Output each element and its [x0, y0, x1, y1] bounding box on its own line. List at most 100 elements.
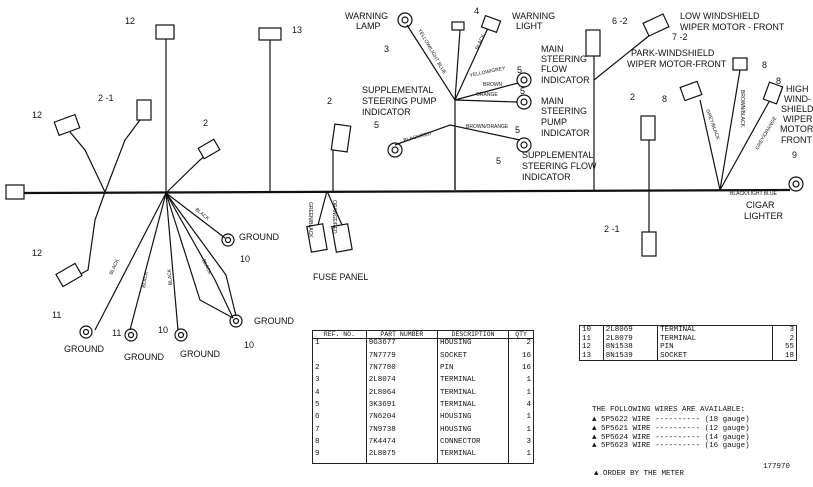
list-item: ▲ 5P5622 WIRE ---------- (18 gauge) [592, 416, 750, 424]
wire-desc: WIRE [632, 416, 651, 424]
cell-qty: 1 [526, 376, 531, 385]
cell-part: 2L8074 [366, 376, 438, 389]
label-high-4: WIPER [783, 114, 813, 124]
callout-12-left: 12 [32, 110, 42, 120]
cell-qty: 1 [526, 450, 531, 459]
wire-part: 5P5623 [601, 442, 629, 451]
callout-11-b: 11 [112, 328, 121, 338]
cell-desc: TERMINAL [657, 334, 774, 344]
label-low-windshield-2: WIPER MOTOR - FRONT [680, 22, 785, 32]
cell-part: 8N1539 [603, 351, 659, 361]
label-supp-pump-1: SUPPLEMENTAL [362, 85, 433, 95]
callout-5-e: 5 [496, 156, 501, 166]
callout-4: 4 [474, 6, 479, 16]
label-flow-2: STEERING [541, 54, 587, 64]
label-ground-2: GROUND [254, 316, 294, 326]
callout-2-1-right: 2 -1 [604, 224, 620, 234]
wire-brown-black: BROWN/BLACK [739, 90, 745, 128]
label-ground-5: GROUND [180, 349, 220, 359]
wire-black-5: BLACK [200, 258, 213, 276]
cell-qty: 16 [521, 363, 531, 372]
callout-10-a: 10 [158, 325, 168, 335]
cell-desc: HOUSING [437, 338, 510, 352]
wire-gauge: (14 gauge) [704, 433, 750, 442]
cell-ref: 8 [312, 437, 367, 451]
header-ref: REF. NO. [312, 330, 367, 339]
cell-qty: 18 [784, 351, 794, 360]
cell-qty: 55 [784, 343, 794, 352]
label-ground-4: GROUND [124, 352, 164, 362]
wire-yellow-grey: YELLOW/GREY [469, 65, 507, 79]
cell-ref: 1 [312, 338, 367, 352]
wire-grey-black: GREY/BLACK [704, 109, 721, 142]
label-flow-3: FLOW [541, 64, 568, 74]
cell-part: 7K4474 [366, 437, 438, 451]
label-pump-4: INDICATOR [541, 128, 590, 138]
cell-qty: 3 [526, 437, 531, 446]
wire-black-2: BLACK [108, 258, 121, 276]
wire-black-4: BLACK [167, 268, 174, 286]
triangle-icon: ▲ [594, 470, 604, 478]
wires-footnote: ▲ ORDER BY THE METER [594, 470, 684, 479]
list-item: ▲ 5P5623 WIRE ---------- (16 gauge) [592, 442, 750, 451]
callout-10-b: 10 [240, 254, 250, 264]
header-part: PART NUMBER [366, 330, 438, 339]
cell-part: 2L8075 [366, 450, 438, 464]
cell-qty: 1 [526, 413, 531, 422]
wire-part: 5P5622 [601, 416, 629, 424]
cell-ref: 9 [312, 450, 367, 464]
wire-gauge: (16 gauge) [704, 442, 750, 451]
cell-qty: 2 [789, 334, 794, 343]
list-item: ▲ 5P5621 WIRE ---------- (12 gauge) [592, 424, 750, 433]
label-supp-flow-1: SUPPLEMENTAL [522, 150, 593, 160]
wire-part: 5P5624 [601, 433, 629, 442]
callout-5-c: 5 [515, 125, 520, 135]
callout-8-b: 8 [662, 94, 667, 104]
cell-ref: 11 [579, 334, 604, 344]
wire-yellow-light-blue: YELLOW/LIGHT BLUE [416, 28, 447, 76]
cell-desc: TERMINAL [437, 450, 510, 464]
cell-desc: HOUSING [437, 425, 510, 438]
callout-9: 9 [792, 150, 797, 160]
cell-ref: 12 [579, 343, 604, 352]
callout-2-1-left: 2 -1 [98, 93, 114, 103]
callout-6-2: 6 -2 [612, 16, 628, 26]
callout-13: 13 [292, 25, 302, 35]
cell-desc: TERMINAL [437, 388, 510, 401]
cell-qty: 3 [789, 326, 794, 334]
label-high-2: WIND- [784, 94, 811, 104]
wire-black-red: BLACK/RED [403, 131, 432, 144]
label-cigar-2: LIGHTER [744, 211, 784, 221]
label-high-6: FRONT [781, 135, 812, 145]
cell-ref [312, 351, 367, 364]
wire-brown: BROWN [483, 82, 503, 88]
cell-part: 7N9738 [366, 425, 438, 438]
wire-desc: WIRE [632, 433, 651, 442]
callout-2-left: 2 [203, 118, 208, 128]
label-supp-flow-2: STEERING FLOW [522, 161, 597, 171]
cell-qty: 1 [526, 425, 531, 434]
callout-2-right: 2 [630, 92, 635, 102]
cell-part: 7N7779 [366, 351, 438, 364]
label-warning-lamp-2: LAMP [356, 21, 381, 31]
cell-desc: SOCKET [437, 351, 510, 364]
cell-part: 9G3677 [366, 338, 438, 352]
callout-3: 3 [384, 44, 389, 54]
wire-black-top: BLACK [474, 33, 487, 51]
cell-part: 2L8079 [603, 334, 659, 344]
wire-desc: WIRE [632, 424, 651, 433]
label-park-windshield-2: WIPER MOTOR-FRONT [627, 59, 727, 69]
cell-ref: 13 [579, 351, 604, 361]
cell-part: 2L8069 [603, 325, 659, 335]
label-high-1: HIGH [786, 84, 809, 94]
